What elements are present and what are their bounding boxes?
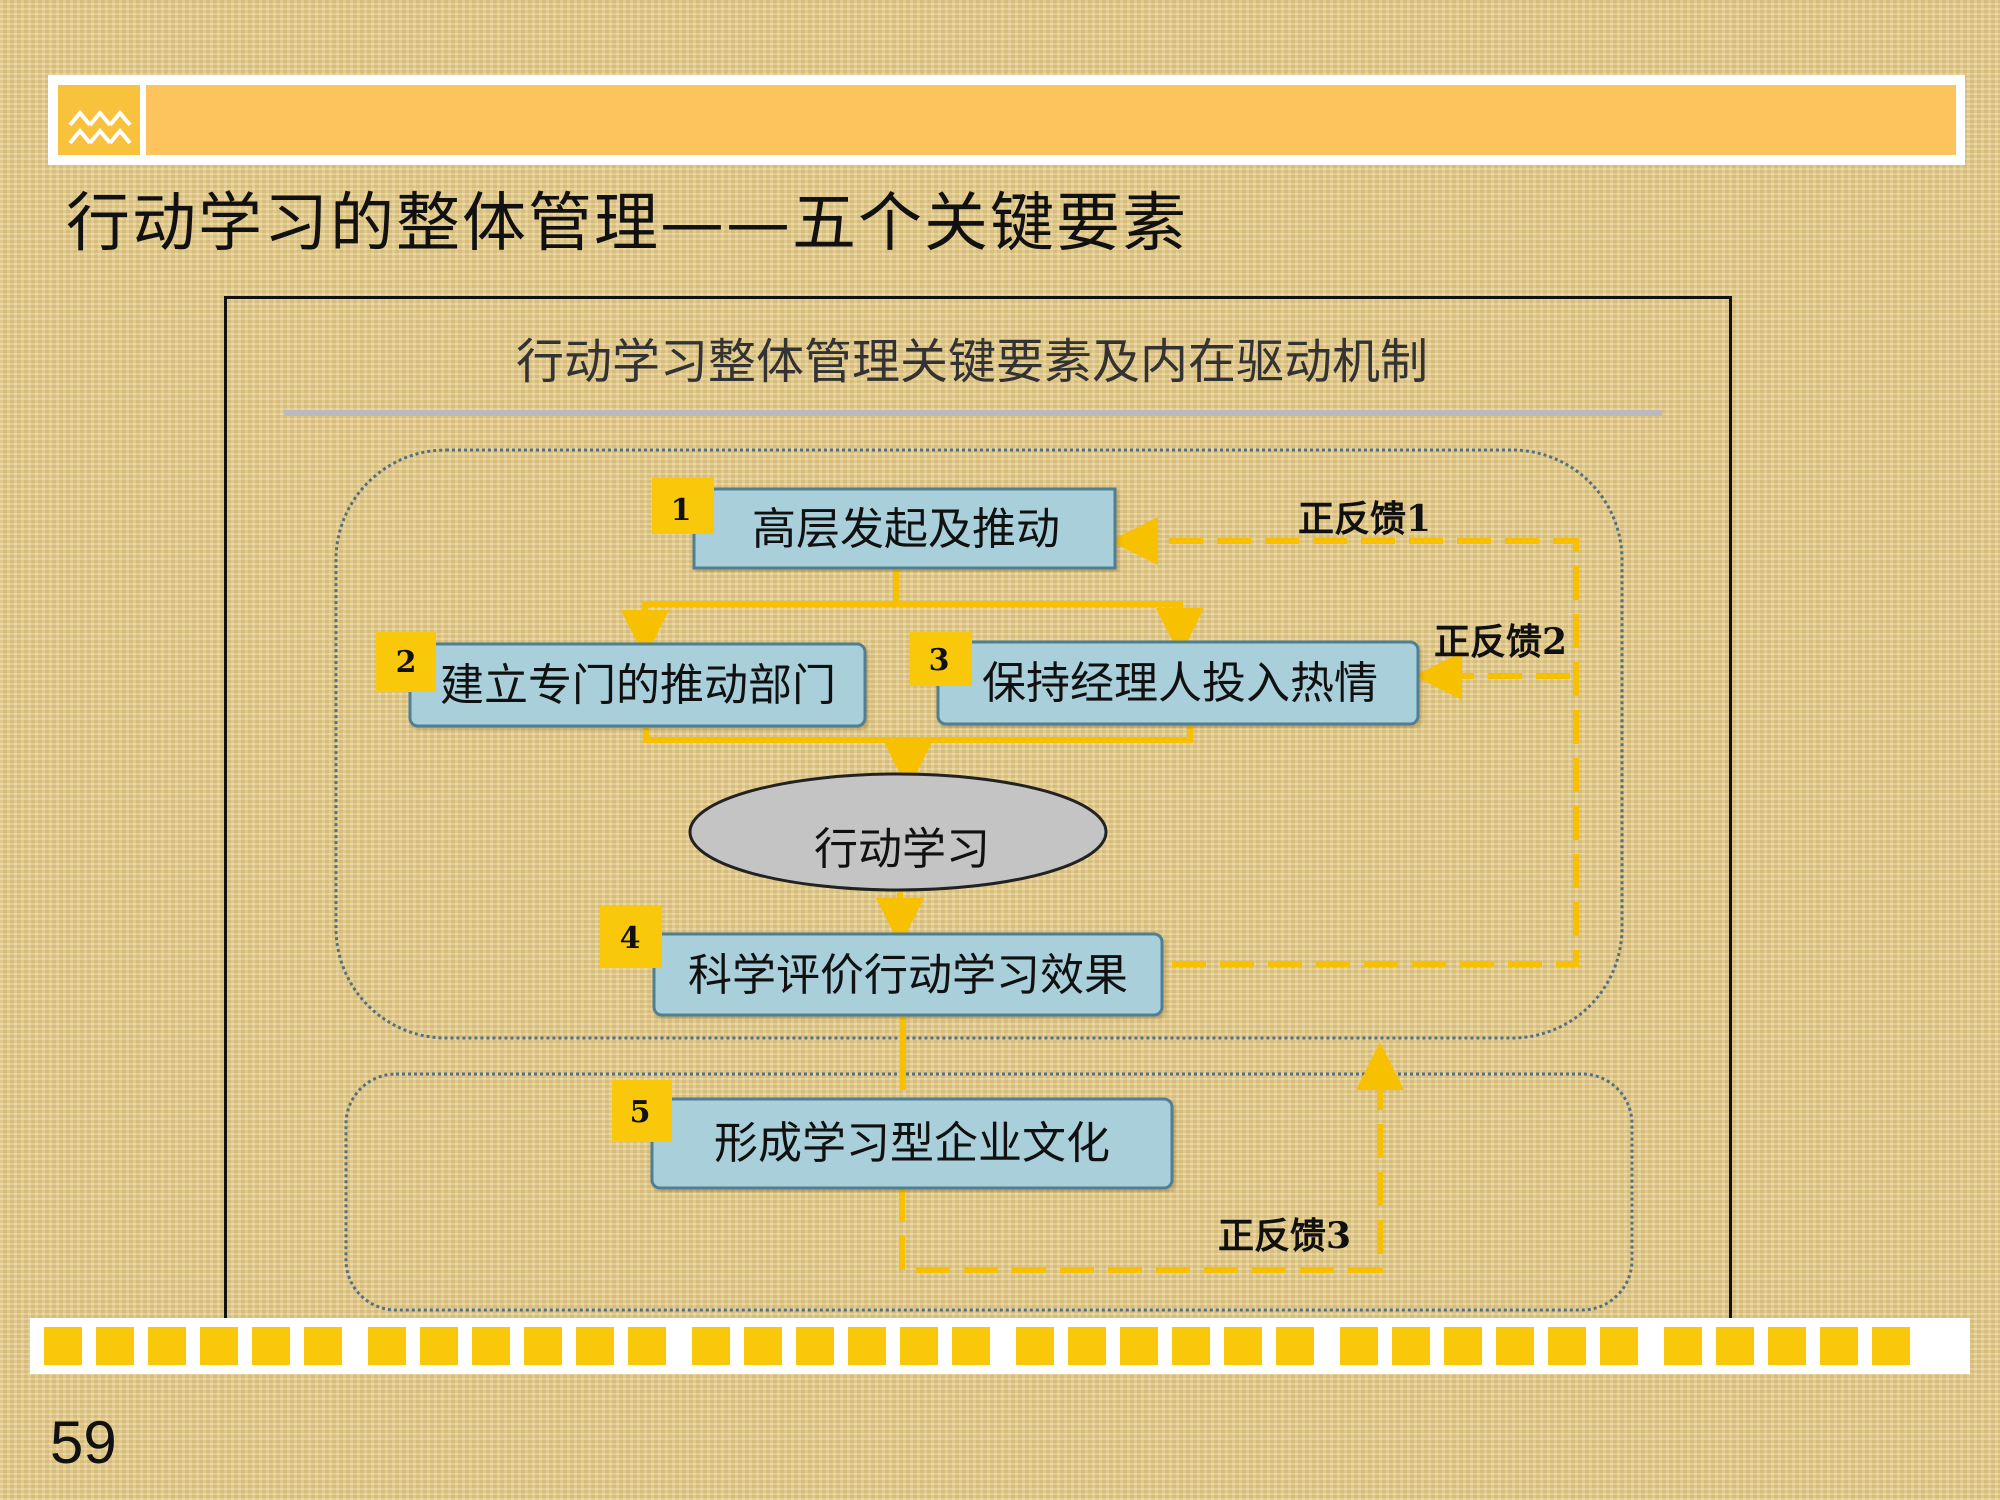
feedback-loop-1 [1110, 517, 1579, 967]
number-badge-1: 1 [652, 478, 714, 534]
footer-square [1276, 1327, 1314, 1365]
footer-square [472, 1327, 510, 1365]
badge-number-4: 4 [620, 921, 641, 956]
footer-square [304, 1327, 342, 1365]
element-box-5 [650, 1097, 1174, 1190]
badge-number-5: 5 [630, 1095, 651, 1130]
footer-square [368, 1327, 406, 1365]
element-label-4: 科学评价行动学习效果 [688, 950, 1128, 1001]
element-label-3: 保持经理人投入热情 [982, 658, 1378, 709]
footer-square [796, 1327, 834, 1365]
footer-square [420, 1327, 458, 1365]
footer-square [1016, 1327, 1054, 1365]
footer-square [744, 1327, 782, 1365]
feedback-loops [899, 517, 1579, 1273]
connector-2-3-to-center [643, 726, 1193, 743]
footer-square [1600, 1327, 1638, 1365]
badge-number-3: 3 [929, 643, 950, 678]
number-badge-3: 3 [910, 632, 972, 686]
footer-square [1068, 1327, 1106, 1365]
footer-square [1444, 1327, 1482, 1365]
page-number: 59 [50, 1409, 117, 1476]
slide-title: 行动学习的整体管理——五个关键要素 [66, 187, 1188, 261]
footer-square [692, 1327, 730, 1365]
footer-square [1664, 1327, 1702, 1365]
footer-square [1548, 1327, 1586, 1365]
footer-square [524, 1327, 562, 1365]
connector-1-to-2-3 [621, 570, 899, 658]
center-label: 行动学习 [814, 824, 990, 875]
footer-square [1224, 1327, 1262, 1365]
footer-square [1820, 1327, 1858, 1365]
footer-square [848, 1327, 886, 1365]
logo-icon [58, 85, 140, 155]
badge-number-1: 1 [671, 493, 692, 528]
footer-square [1340, 1327, 1378, 1365]
footer-square [1872, 1327, 1910, 1365]
footer-square [576, 1327, 614, 1365]
heading-divider [284, 410, 1662, 416]
upper-group-outline [334, 448, 1624, 1040]
footer-square [44, 1327, 82, 1365]
footer-square [1496, 1327, 1534, 1365]
flow-connectors [621, 570, 1204, 1090]
element-label-1: 高层发起及推动 [752, 504, 1060, 555]
element-label-5: 形成学习型企业文化 [714, 1118, 1110, 1169]
footer-square [200, 1327, 238, 1365]
feedback-label-2: 正反馈2 [1434, 621, 1567, 663]
feedback-loop-3 [899, 1042, 1404, 1273]
footer-square [1120, 1327, 1158, 1365]
number-badge-2: 2 [376, 632, 436, 692]
footer-square [1172, 1327, 1210, 1365]
lower-group-outline [344, 1072, 1634, 1312]
diagram-heading: 行动学习整体管理关键要素及内在驱动机制 [515, 334, 1428, 390]
footer-square [628, 1327, 666, 1365]
footer-squares [44, 1327, 1910, 1365]
footer-square [1392, 1327, 1430, 1365]
feedback-label-1: 正反馈1 [1298, 498, 1431, 540]
connector-1-to-3 [896, 601, 1204, 656]
number-badge-5: 5 [612, 1080, 672, 1142]
element-box-4 [652, 932, 1164, 1017]
footer-square [900, 1327, 938, 1365]
badge-number-2: 2 [396, 645, 417, 680]
element-label-2: 建立专门的推动部门 [440, 660, 836, 711]
header-accent-bar [146, 85, 1956, 155]
footer-square [952, 1327, 990, 1365]
footer-square [1768, 1327, 1806, 1365]
footer-decoration [30, 1318, 1970, 1374]
footer-square [148, 1327, 186, 1365]
footer-square [252, 1327, 290, 1365]
footer-square [96, 1327, 134, 1365]
number-badge-4: 4 [600, 906, 662, 968]
center-ellipse [688, 772, 1108, 892]
footer-square [1716, 1327, 1754, 1365]
header-bar [48, 75, 1965, 165]
feedback-label-3: 正反馈3 [1218, 1215, 1351, 1257]
